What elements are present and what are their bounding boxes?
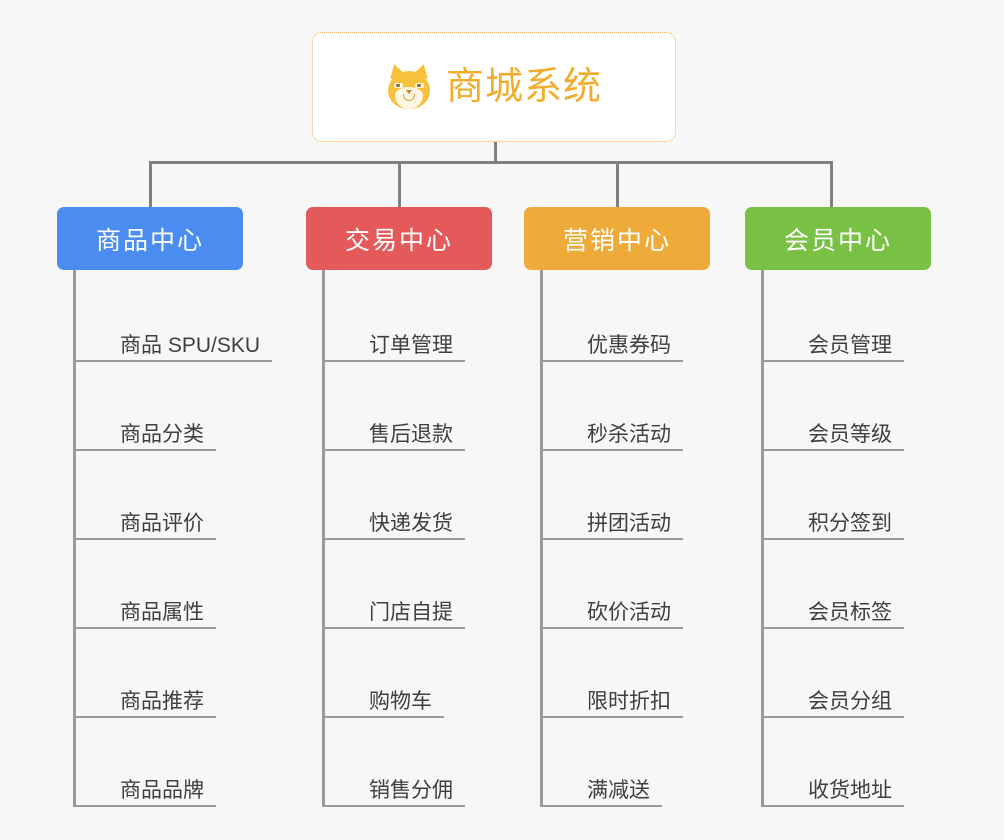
leaf-list-1: 商品 SPU/SKU 商品分类 商品评价 商品属性 商品推荐 商品品牌: [73, 270, 272, 807]
category-header-3[interactable]: 营销中心: [524, 207, 710, 270]
category-header-2[interactable]: 交易中心: [306, 207, 492, 270]
list-item[interactable]: 收货地址: [761, 718, 931, 807]
leaf-label: 拼团活动: [587, 511, 671, 535]
leaf-underline: [73, 805, 216, 807]
branch-column-4: 会员中心 会员管理 会员等级 积分签到 会员标签 会员分组 收货地址: [745, 207, 931, 807]
list-item[interactable]: 售后退款: [322, 362, 492, 451]
leaf-label: 门店自提: [369, 600, 453, 624]
leaf-underline: [322, 538, 465, 540]
connector-drop-1: [149, 161, 152, 208]
leaf-underline: [540, 627, 683, 629]
list-item[interactable]: 销售分佣: [322, 718, 492, 807]
leaf-underline: [761, 449, 904, 451]
list-item[interactable]: 商品评价: [73, 451, 272, 540]
leaf-label: 会员标签: [808, 600, 892, 624]
leaf-underline: [73, 360, 272, 362]
leaf-label: 商品品牌: [120, 778, 204, 802]
leaf-underline: [540, 716, 683, 718]
list-item[interactable]: 会员等级: [761, 362, 931, 451]
list-item[interactable]: 门店自提: [322, 540, 492, 629]
branch-column-2: 交易中心 订单管理 售后退款 快递发货 门店自提 购物车 销售分佣: [306, 207, 492, 807]
leaf-underline: [540, 449, 683, 451]
connector-drop-2: [398, 161, 401, 208]
leaf-underline: [322, 449, 465, 451]
leaf-list-2: 订单管理 售后退款 快递发货 门店自提 购物车 销售分佣: [322, 270, 492, 807]
leaf-label: 砍价活动: [587, 600, 671, 624]
category-header-4[interactable]: 会员中心: [745, 207, 931, 270]
list-item[interactable]: 会员分组: [761, 629, 931, 718]
leaf-underline: [322, 716, 444, 718]
leaf-list-4: 会员管理 会员等级 积分签到 会员标签 会员分组 收货地址: [761, 270, 931, 807]
leaf-underline: [761, 538, 904, 540]
list-item[interactable]: 购物车: [322, 629, 492, 718]
leaf-underline: [761, 805, 904, 807]
leaf-underline: [322, 360, 465, 362]
leaf-label: 销售分佣: [369, 778, 453, 802]
leaf-underline: [540, 805, 662, 807]
leaf-label: 商品属性: [120, 600, 204, 624]
leaf-underline: [322, 805, 465, 807]
leaf-underline: [322, 627, 465, 629]
leaf-label: 秒杀活动: [587, 422, 671, 446]
list-item[interactable]: 商品推荐: [73, 629, 272, 718]
connector-drop-3: [616, 161, 619, 208]
list-item[interactable]: 积分签到: [761, 451, 931, 540]
leaf-list-3: 优惠券码 秒杀活动 拼团活动 砍价活动 限时折扣 满减送: [540, 270, 710, 807]
leaf-label: 商品分类: [120, 422, 204, 446]
list-item[interactable]: 商品 SPU/SKU: [73, 273, 272, 362]
branch-column-1: 商品中心 商品 SPU/SKU 商品分类 商品评价 商品属性 商品推荐 商品品牌: [57, 207, 272, 807]
list-item[interactable]: 商品分类: [73, 362, 272, 451]
list-item[interactable]: 限时折扣: [540, 629, 710, 718]
leaf-underline: [761, 716, 904, 718]
branch-column-3: 营销中心 优惠券码 秒杀活动 拼团活动 砍价活动 限时折扣 满减送: [524, 207, 710, 807]
leaf-underline: [73, 449, 216, 451]
leaf-label: 快递发货: [369, 511, 453, 535]
root-title: 商城系统: [445, 66, 602, 108]
list-item[interactable]: 商品品牌: [73, 718, 272, 807]
category-header-1[interactable]: 商品中心: [57, 207, 243, 270]
leaf-underline: [73, 538, 216, 540]
leaf-label: 积分签到: [808, 511, 892, 535]
shiba-inu-icon: [386, 62, 432, 110]
leaf-label: 商品推荐: [120, 689, 204, 713]
leaf-label: 会员等级: [808, 422, 892, 446]
leaf-label: 限时折扣: [587, 689, 671, 713]
leaf-label: 优惠券码: [587, 333, 671, 357]
leaf-label: 购物车: [369, 689, 432, 713]
leaf-underline: [540, 360, 683, 362]
leaf-label: 订单管理: [369, 333, 453, 357]
list-item[interactable]: 快递发货: [322, 451, 492, 540]
list-item[interactable]: 拼团活动: [540, 451, 710, 540]
list-item[interactable]: 砍价活动: [540, 540, 710, 629]
leaf-underline: [73, 627, 216, 629]
list-item[interactable]: 订单管理: [322, 273, 492, 362]
list-item[interactable]: 商品属性: [73, 540, 272, 629]
leaf-label: 售后退款: [369, 422, 453, 446]
list-item[interactable]: 优惠券码: [540, 273, 710, 362]
leaf-label: 收货地址: [808, 778, 892, 802]
connector-root-stem: [494, 142, 497, 163]
leaf-underline: [761, 627, 904, 629]
leaf-label: 会员分组: [808, 689, 892, 713]
list-item[interactable]: 会员标签: [761, 540, 931, 629]
connector-horizontal-bus: [149, 161, 833, 164]
list-item[interactable]: 秒杀活动: [540, 362, 710, 451]
leaf-underline: [540, 538, 683, 540]
leaf-label: 满减送: [587, 778, 650, 802]
connector-drop-4: [830, 161, 833, 208]
leaf-underline: [73, 716, 216, 718]
list-item[interactable]: 会员管理: [761, 273, 931, 362]
leaf-label: 商品 SPU/SKU: [120, 333, 261, 357]
leaf-underline: [761, 360, 904, 362]
leaf-label: 会员管理: [808, 333, 892, 357]
root-node[interactable]: 商城系统: [312, 32, 676, 142]
list-item[interactable]: 满减送: [540, 718, 710, 807]
leaf-label: 商品评价: [120, 511, 204, 535]
